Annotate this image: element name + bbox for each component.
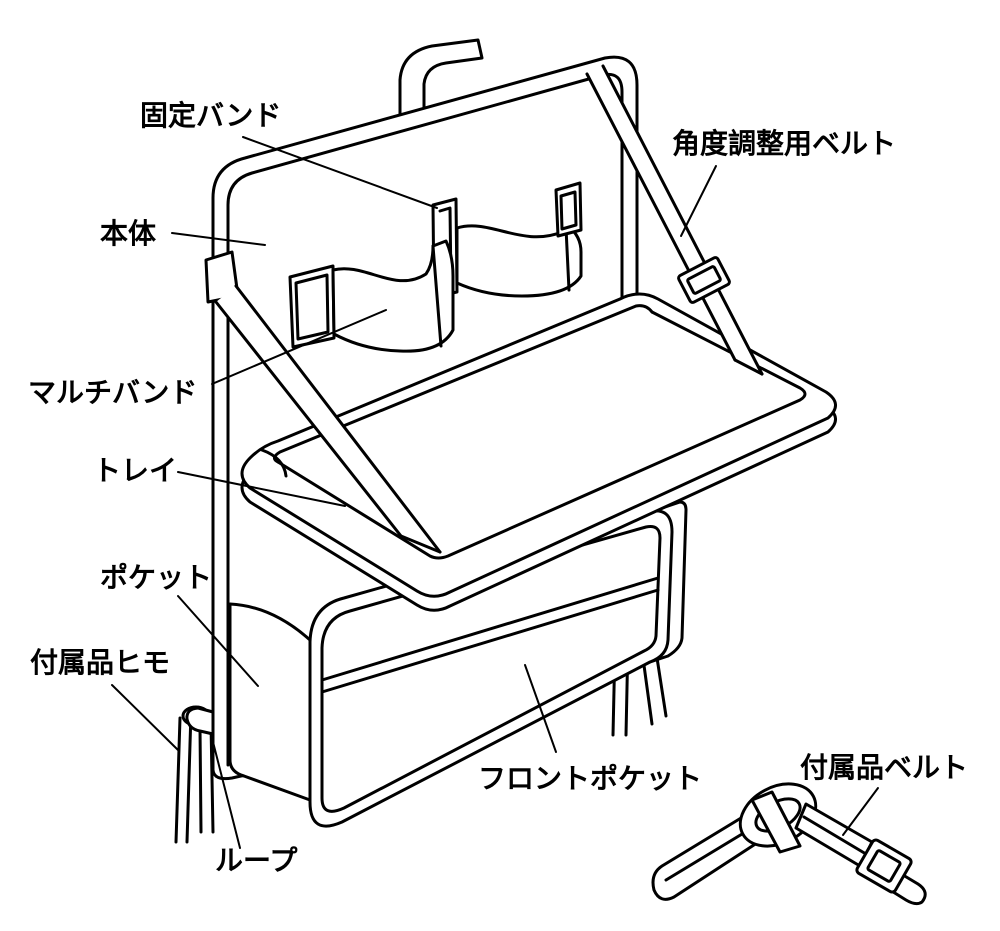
diagonal-strap-edge: [234, 284, 442, 554]
leader-line-fixing-band: [242, 136, 438, 209]
body-panel-bottom-edge: [211, 768, 252, 781]
side-pocket: [228, 602, 312, 802]
left-velcro-patch: [288, 264, 336, 349]
label-multi-band: マルチバンド: [28, 376, 197, 409]
right-cup-band: [455, 224, 583, 298]
right-velcro-patch-inner: [559, 190, 578, 231]
label-body: 本体: [100, 217, 157, 250]
diagonal-strap-end: [399, 534, 442, 554]
accessory-belt: [651, 782, 927, 906]
leader-line-multi-band: [211, 309, 387, 385]
label-angle-adjust-belt: 角度調整用ベルト: [672, 127, 896, 160]
left-cup-band-fold: [431, 244, 443, 348]
leader-lines: [111, 136, 879, 849]
tray-back-lip: [273, 304, 654, 464]
tray-inner-rim: [276, 310, 807, 560]
buckle-slot: [686, 265, 722, 295]
label-accessory-string: 付属品ヒモ: [30, 646, 170, 679]
label-loop: ループ: [215, 844, 298, 877]
string-line: [209, 722, 215, 834]
label-tray: トレイ: [93, 454, 177, 487]
accessory-belt-strap-line: [664, 826, 754, 882]
leader-line-angle-belt: [680, 165, 717, 237]
front-pocket-flap-line: [320, 588, 660, 694]
leader-line-loop: [211, 737, 241, 849]
angle-belt-edge: [585, 72, 737, 362]
left-support-strap: [204, 250, 442, 554]
label-accessory-belt: 付属品ベルト: [800, 751, 968, 784]
leader-line-tray: [177, 471, 346, 507]
right-cup-band-fold: [564, 226, 571, 292]
body-panel-outer-edge: [211, 55, 639, 772]
angle-belt-buckle: [677, 256, 731, 304]
top-fixing-strap: [398, 38, 484, 132]
body-panel-inner-rim: [226, 72, 624, 767]
leader-line-front-pocket: [524, 664, 557, 753]
multi-band: [288, 181, 583, 353]
label-pocket: ポケット: [100, 561, 212, 594]
leader-line-accessory-belt: [842, 787, 879, 836]
leader-line-pocket: [177, 595, 259, 687]
label-fixing-band: 固定バンド: [140, 99, 281, 132]
string-line: [185, 710, 193, 844]
angle-belt-end: [733, 358, 764, 376]
string-line: [174, 716, 182, 844]
accessory-belt-wrap: [750, 790, 802, 854]
diagonal-strap-edge: [214, 300, 403, 538]
tray-left-roll: [260, 448, 288, 478]
labels: 固定バンド 本体 角度調整用ベルト マルチバンド トレイ ポケット 付属品ヒモ …: [28, 99, 968, 877]
string-line: [198, 726, 203, 834]
accessory-belt-buckle: [855, 838, 913, 894]
left-velcro-patch-inner: [294, 273, 330, 341]
buckle-frame: [855, 838, 913, 894]
front-pocket-flap-line: [320, 576, 660, 682]
leader-line-accessory-string: [111, 684, 179, 751]
diagonal-strap-fill: [216, 286, 440, 552]
loop-tab: [185, 706, 215, 736]
leader-line-body: [171, 232, 266, 246]
left-cup-band: [331, 239, 455, 353]
loop-and-strings: [174, 705, 215, 844]
angle-belt-edge: [601, 64, 764, 376]
accessory-belt-strap-line: [802, 815, 868, 856]
buckle-slot: [866, 849, 902, 883]
label-front-pocket: フロントポケット: [478, 762, 702, 795]
front-pocket-inner-edge: [320, 525, 662, 813]
angle-adjust-belt: [585, 64, 764, 376]
angle-belt-fill: [587, 66, 762, 374]
